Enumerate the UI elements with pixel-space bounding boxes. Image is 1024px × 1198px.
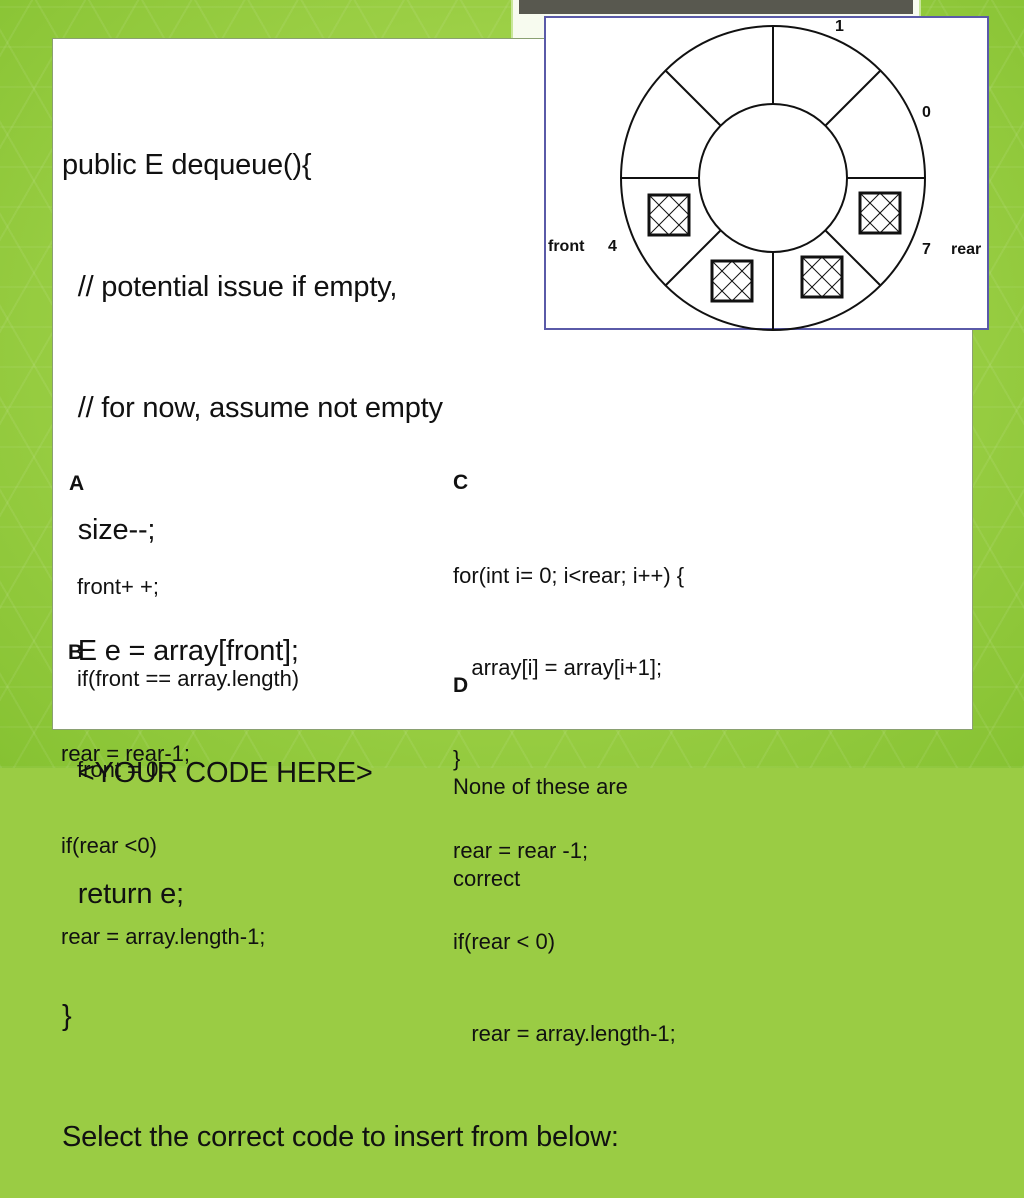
option-d-line: correct: [453, 865, 521, 891]
option-a-line: front+ +;: [77, 574, 159, 599]
option-b-letter[interactable]: B: [68, 641, 84, 664]
code-line: public E dequeue(){: [62, 149, 312, 181]
filled-slot-icon: [800, 255, 844, 299]
option-a-letter[interactable]: A: [69, 472, 85, 495]
option-b-line: rear = rear-1;: [61, 741, 190, 766]
filled-slot-icon: [858, 191, 902, 235]
circular-buffer-svg: 1 0 4 7 front rear: [548, 18, 981, 331]
divider: [664, 229, 722, 287]
option-b-code[interactable]: rear = rear-1; if(rear <0) rear = array.…: [61, 678, 265, 983]
option-c-line: for(int i= 0; i<rear; i++) {: [453, 563, 685, 588]
code-line: // potential issue if empty,: [62, 270, 398, 303]
divider: [664, 69, 722, 127]
circular-buffer-diagram: 1 0 4 7 front rear: [544, 16, 989, 331]
code-line: size--;: [62, 513, 156, 546]
option-a-line: if(front == array.length): [77, 665, 300, 691]
option-b-line: if(rear <0): [61, 832, 157, 858]
index-label: 7: [922, 241, 931, 258]
option-c-line: array[i] = array[i+1];: [453, 654, 663, 680]
option-c-line: rear = array.length-1;: [453, 1020, 676, 1046]
index-label: 4: [608, 238, 617, 255]
filled-slot-icon: [710, 259, 754, 303]
option-d-line: None of these are: [453, 774, 628, 799]
decorative-frame-band: [519, 0, 913, 14]
filled-slot-icon: [647, 193, 691, 237]
code-line: E e = array[front];: [62, 635, 299, 667]
question-prompt: Select the correct code to insert from b…: [62, 1121, 619, 1153]
divider: [824, 229, 882, 287]
option-c-line: }: [453, 746, 461, 771]
inner-ring: [698, 103, 848, 253]
divider: [824, 69, 882, 127]
option-c-line: if(rear < 0): [453, 929, 556, 954]
front-label: front: [548, 238, 585, 255]
code-line: // for now, assume not empty: [62, 392, 443, 424]
index-label: 1: [835, 18, 844, 35]
option-d-text[interactable]: None of these are correct: [453, 711, 628, 925]
index-label: 0: [922, 104, 931, 121]
option-b-line: rear = array.length-1;: [61, 924, 266, 949]
option-c-letter[interactable]: C: [453, 471, 469, 494]
rear-label: rear: [951, 241, 981, 258]
option-d-letter[interactable]: D: [453, 674, 469, 697]
